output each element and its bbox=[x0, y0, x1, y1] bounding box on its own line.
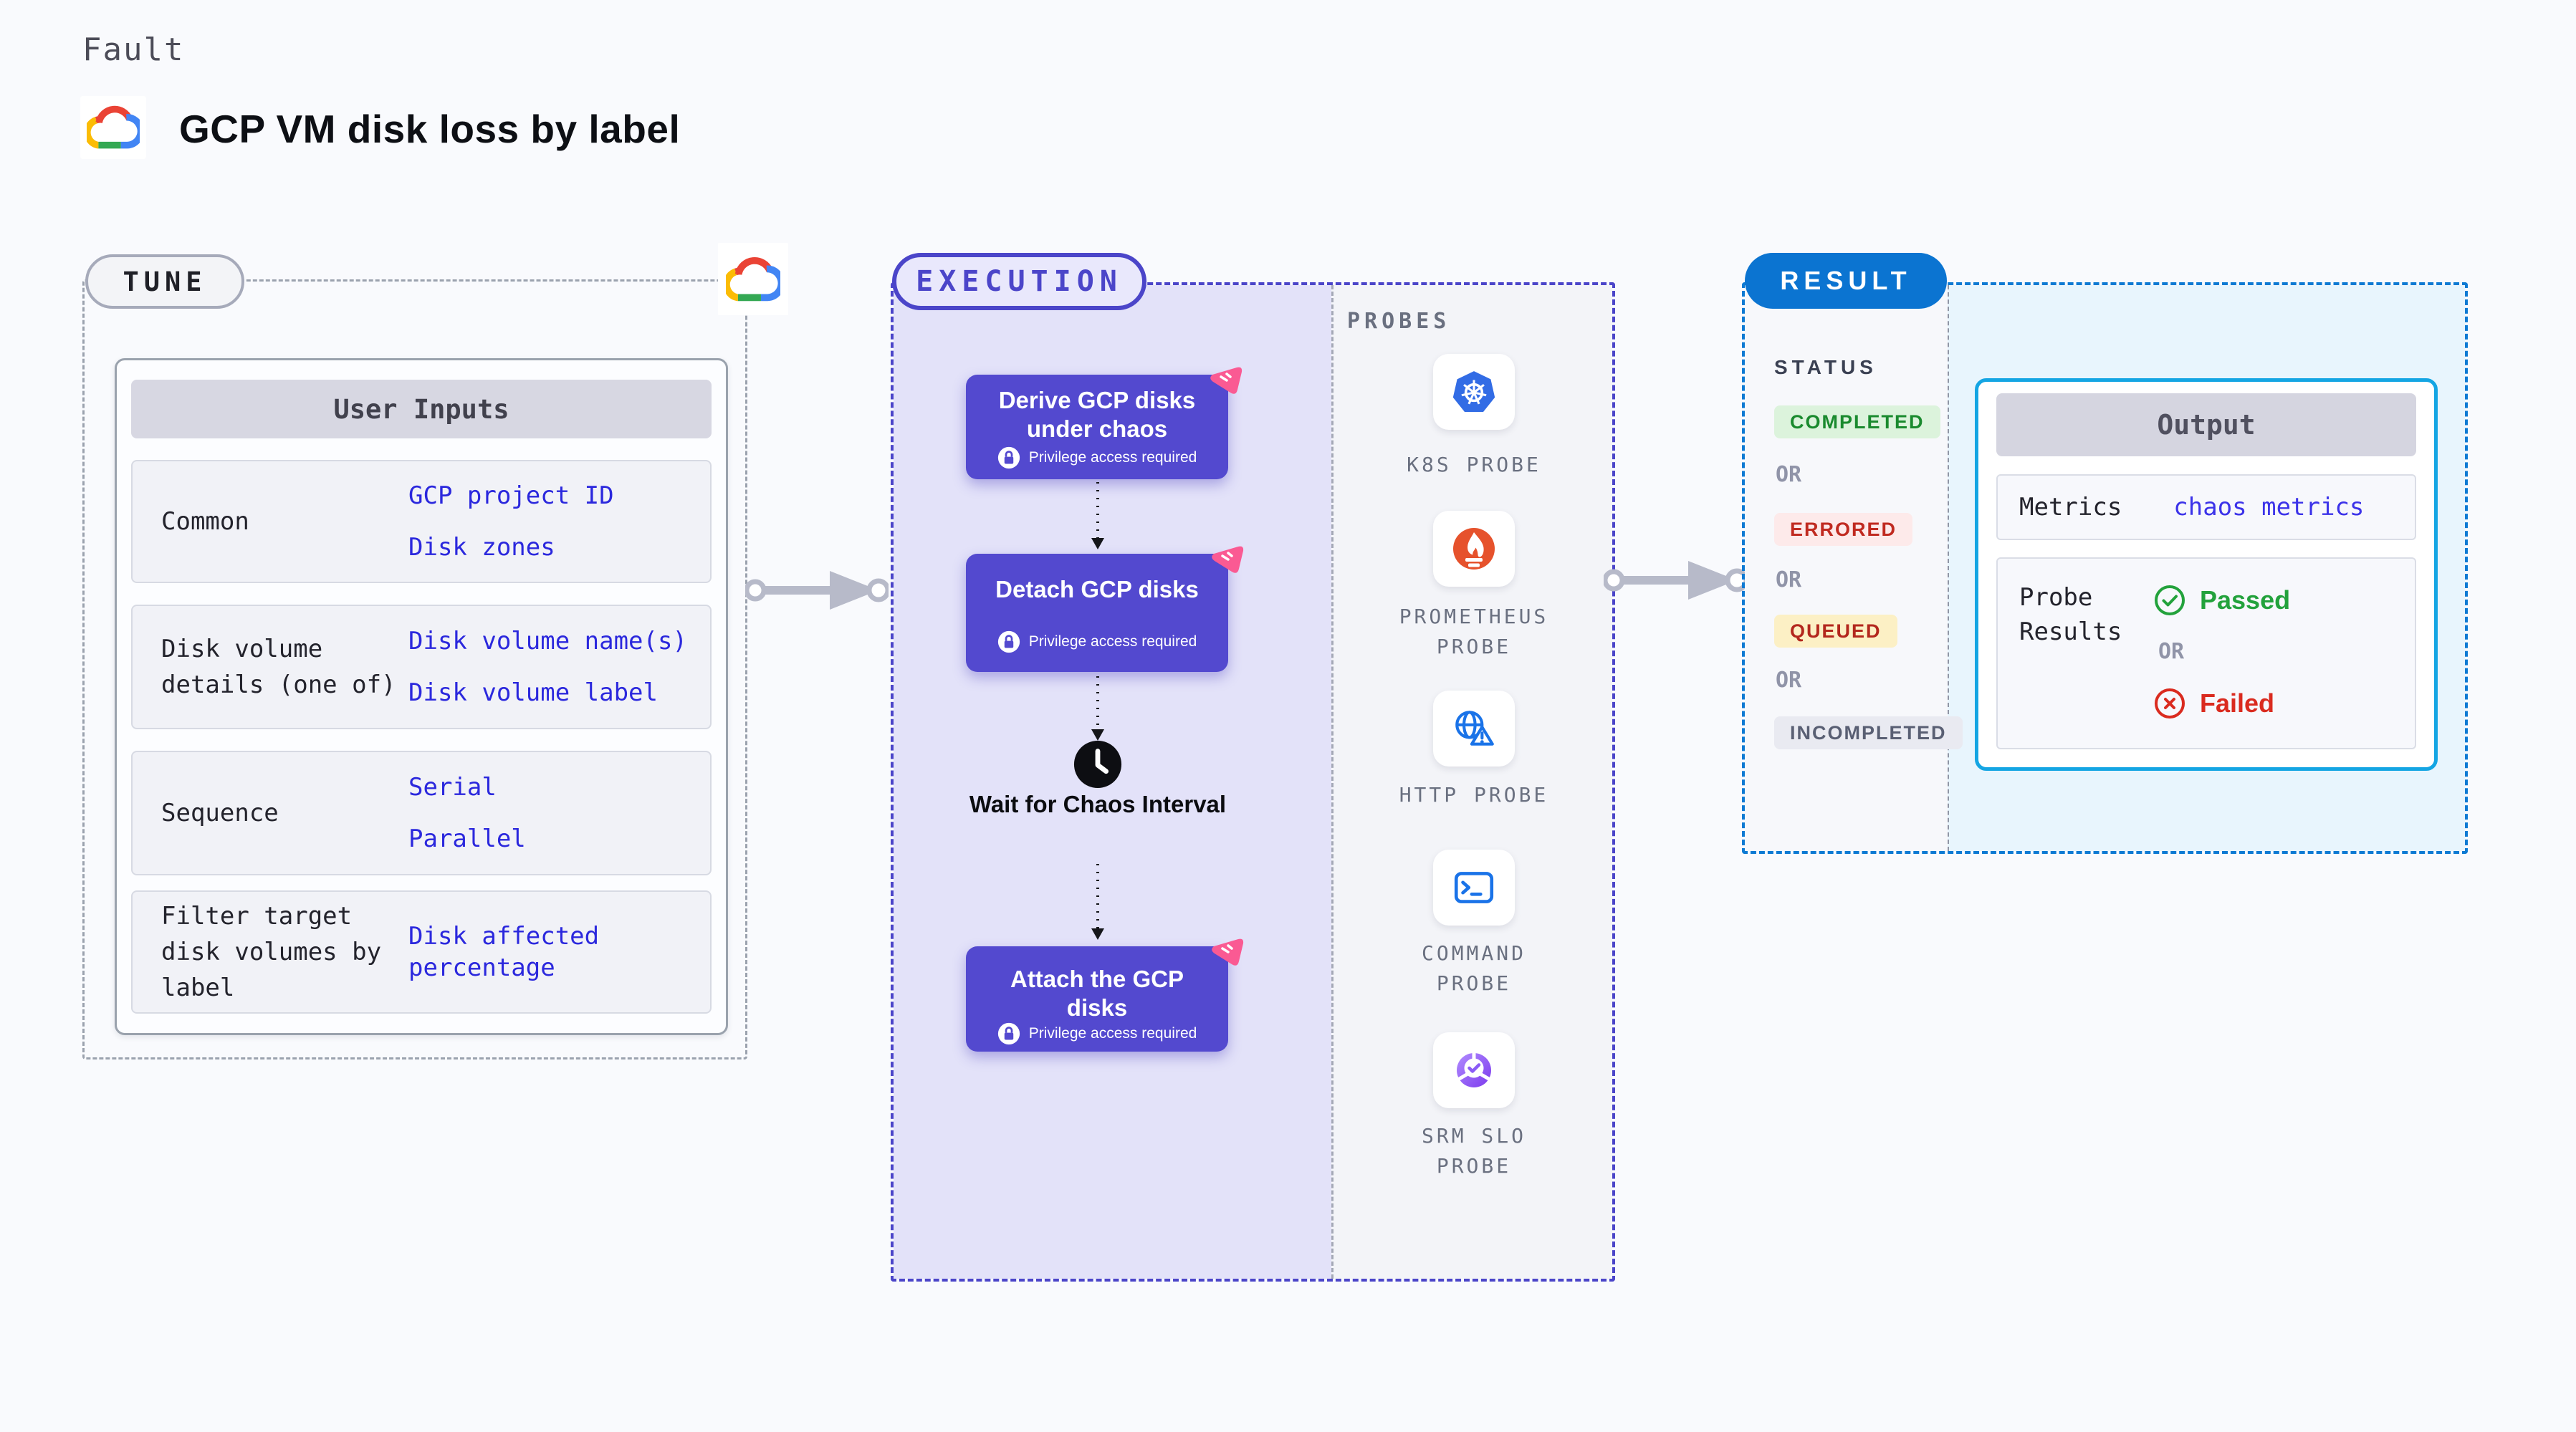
step-title: Attach the GCP disks bbox=[1010, 966, 1184, 1021]
or-label: OR bbox=[1776, 567, 1802, 592]
lock-icon bbox=[997, 1022, 1020, 1045]
slo-donut-check-icon bbox=[1455, 1051, 1493, 1087]
step-attach-gcp-disks: Attach the GCP disks Privilege access re… bbox=[966, 946, 1228, 1052]
kubernetes-icon bbox=[1452, 371, 1495, 412]
gcp-cloud-icon bbox=[726, 256, 780, 303]
flow-arrow bbox=[1604, 559, 1747, 602]
prometheus-icon bbox=[1453, 528, 1495, 570]
or-label: OR bbox=[1776, 462, 1802, 487]
output-metrics-row: Metrics chaos metrics bbox=[1996, 474, 2416, 540]
user-inputs-header: User Inputs bbox=[131, 380, 712, 438]
row-label: Common bbox=[161, 507, 249, 536]
step-detach-gcp-disks: Detach GCP disks Privilege access requir… bbox=[966, 554, 1228, 672]
metrics-value: chaos metrics bbox=[2173, 493, 2365, 522]
gcp-cloud-icon bbox=[87, 105, 140, 150]
x-circle-icon bbox=[2155, 688, 2185, 719]
connector-arrow-down bbox=[1091, 482, 1104, 549]
clock-icon bbox=[1073, 740, 1122, 789]
passed-label: Passed bbox=[2200, 585, 2291, 615]
status-badge-queued: QUEUED bbox=[1774, 615, 1897, 648]
privilege-note: Privilege access required bbox=[1028, 633, 1197, 650]
table-row-filter-by-label: Filter target disk volumes by label Disk… bbox=[131, 890, 712, 1014]
status-badge-completed: COMPLETED bbox=[1774, 405, 1940, 438]
step-derive-gcp-disks: Derive GCP disks under chaos Privilege a… bbox=[966, 375, 1228, 479]
output-probe-results-row: Probe Results Passed OR Failed bbox=[1996, 557, 2416, 749]
status-zone-bg bbox=[1745, 285, 1948, 851]
row-value: Disk volume label bbox=[408, 678, 658, 707]
privilege-note: Privilege access required bbox=[1028, 1025, 1197, 1042]
connector-arrow-down bbox=[1091, 676, 1104, 741]
row-label: Disk volume details (one of) bbox=[161, 635, 396, 699]
or-label: OR bbox=[2158, 639, 2185, 664]
failed-label: Failed bbox=[2200, 688, 2275, 718]
step-title: Detach GCP disks bbox=[995, 576, 1199, 602]
probe-label: HTTP PROBE bbox=[1399, 783, 1549, 807]
globe-warning-icon bbox=[1455, 711, 1494, 746]
privilege-note: Privilege access required bbox=[1028, 449, 1197, 466]
probe-tile-http bbox=[1433, 691, 1515, 767]
or-label: OR bbox=[1776, 668, 1802, 693]
flow-arrow bbox=[745, 569, 889, 612]
table-row-sequence: Sequence Serial Parallel bbox=[131, 751, 712, 875]
row-value: Parallel bbox=[408, 825, 526, 853]
probe-label: SRM SLO PROBE bbox=[1421, 1124, 1526, 1178]
probe-results-label: Probe Results bbox=[2019, 583, 2122, 646]
output-header: Output bbox=[1996, 393, 2416, 456]
row-value: Disk zones bbox=[408, 533, 555, 562]
status-badge-errored: ERRORED bbox=[1774, 513, 1913, 546]
row-label: Sequence bbox=[161, 799, 279, 827]
table-row-common: Common GCP project ID Disk zones bbox=[131, 460, 712, 583]
lock-icon bbox=[997, 630, 1020, 653]
connector-arrow-down bbox=[1091, 864, 1104, 940]
tune-section-outline bbox=[82, 279, 747, 1059]
probes-heading: PROBES bbox=[1347, 309, 1451, 334]
page-title: GCP VM disk loss by label bbox=[179, 107, 681, 151]
result-badge: RESULT bbox=[1745, 253, 1947, 309]
probe-tile-command bbox=[1433, 850, 1515, 926]
row-value: Disk volume name(s) bbox=[408, 627, 687, 655]
chaos-spark-icon bbox=[1210, 937, 1245, 967]
terminal-icon bbox=[1454, 872, 1494, 903]
row-value: GCP project ID bbox=[408, 481, 614, 510]
row-value: Disk affected percentage bbox=[408, 922, 600, 982]
metrics-label: Metrics bbox=[2019, 493, 2122, 522]
wait-for-chaos-label: Wait for Chaos Interval bbox=[969, 791, 1227, 817]
lock-icon bbox=[997, 446, 1020, 469]
row-label: Filter target disk volumes by label bbox=[161, 902, 382, 1002]
execution-badge: EXECUTION bbox=[892, 253, 1146, 310]
row-value: Serial bbox=[408, 773, 497, 802]
fault-kicker: Fault bbox=[82, 32, 185, 68]
probe-tile-prometheus bbox=[1433, 511, 1515, 587]
chaos-spark-icon bbox=[1210, 544, 1245, 575]
gcp-corner-tile bbox=[718, 243, 788, 315]
check-circle-icon bbox=[2155, 585, 2185, 615]
gcp-logo-tile bbox=[80, 96, 146, 159]
table-row-disk-volume-details: Disk volume details (one of) Disk volume… bbox=[131, 605, 712, 729]
probes-zone-bg bbox=[1331, 285, 1612, 1279]
probe-label: PROMETHEUS PROBE bbox=[1399, 605, 1549, 658]
status-badge-incompleted: INCOMPLETED bbox=[1774, 716, 1963, 749]
step-title: Derive GCP disks under chaos bbox=[998, 387, 1196, 442]
tune-badge: TUNE bbox=[85, 254, 244, 309]
probe-label: COMMAND PROBE bbox=[1421, 941, 1526, 995]
probe-tile-srm-slo bbox=[1433, 1032, 1515, 1108]
chaos-spark-icon bbox=[1209, 365, 1243, 395]
probe-tile-k8s bbox=[1433, 354, 1515, 430]
probe-label: K8S PROBE bbox=[1407, 453, 1541, 476]
status-heading: STATUS bbox=[1774, 356, 1877, 378]
